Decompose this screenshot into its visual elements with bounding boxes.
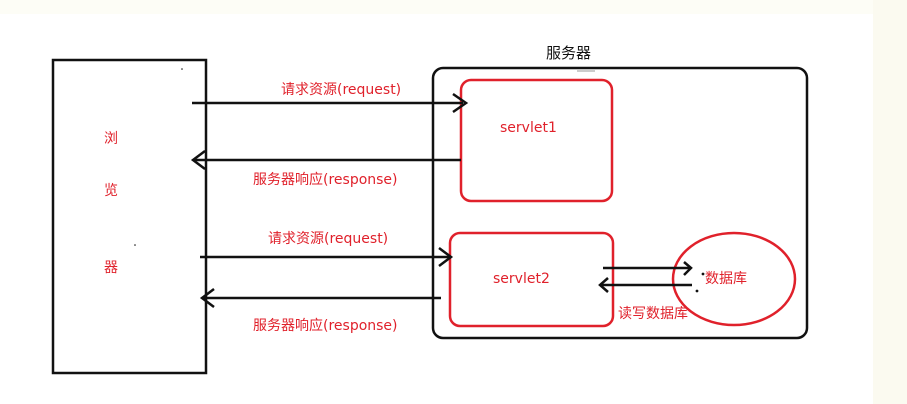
server-title: 服务器 — [546, 44, 592, 62]
right-background-strip — [873, 0, 907, 404]
request-arrow-1 — [192, 92, 469, 114]
server-box — [431, 66, 809, 340]
top-background-strip — [0, 0, 907, 14]
stray-dot — [695, 289, 699, 293]
database-ellipse — [671, 231, 797, 327]
browser-label-char-2: 览 — [104, 183, 118, 199]
stray-dot — [181, 68, 183, 70]
request-arrow-2 — [200, 247, 454, 267]
request-label-1: 请求资源(request) — [281, 82, 402, 98]
db-read-arrow — [598, 277, 692, 293]
servlet2-label: servlet2 — [493, 271, 550, 287]
db-write-arrow — [603, 261, 693, 276]
browser-label-char-3: 器 — [104, 260, 118, 276]
servlet1-box — [459, 78, 614, 203]
servlet1-label: servlet1 — [500, 120, 557, 136]
servlet2-box — [448, 231, 615, 328]
response-label-1: 服务器响应(response) — [253, 172, 398, 188]
request-label-2: 请求资源(request) — [268, 231, 389, 247]
db-rw-label: 读写数据库 — [618, 306, 688, 322]
stray-dot — [701, 272, 705, 276]
stray-dot — [134, 244, 136, 246]
response-label-2: 服务器响应(response) — [253, 318, 398, 334]
browser-box — [51, 58, 208, 375]
browser-label-char-1: 浏 — [104, 131, 118, 147]
database-label: 数据库 — [705, 271, 747, 287]
response-arrow-1 — [190, 150, 461, 170]
response-arrow-2 — [199, 288, 441, 308]
